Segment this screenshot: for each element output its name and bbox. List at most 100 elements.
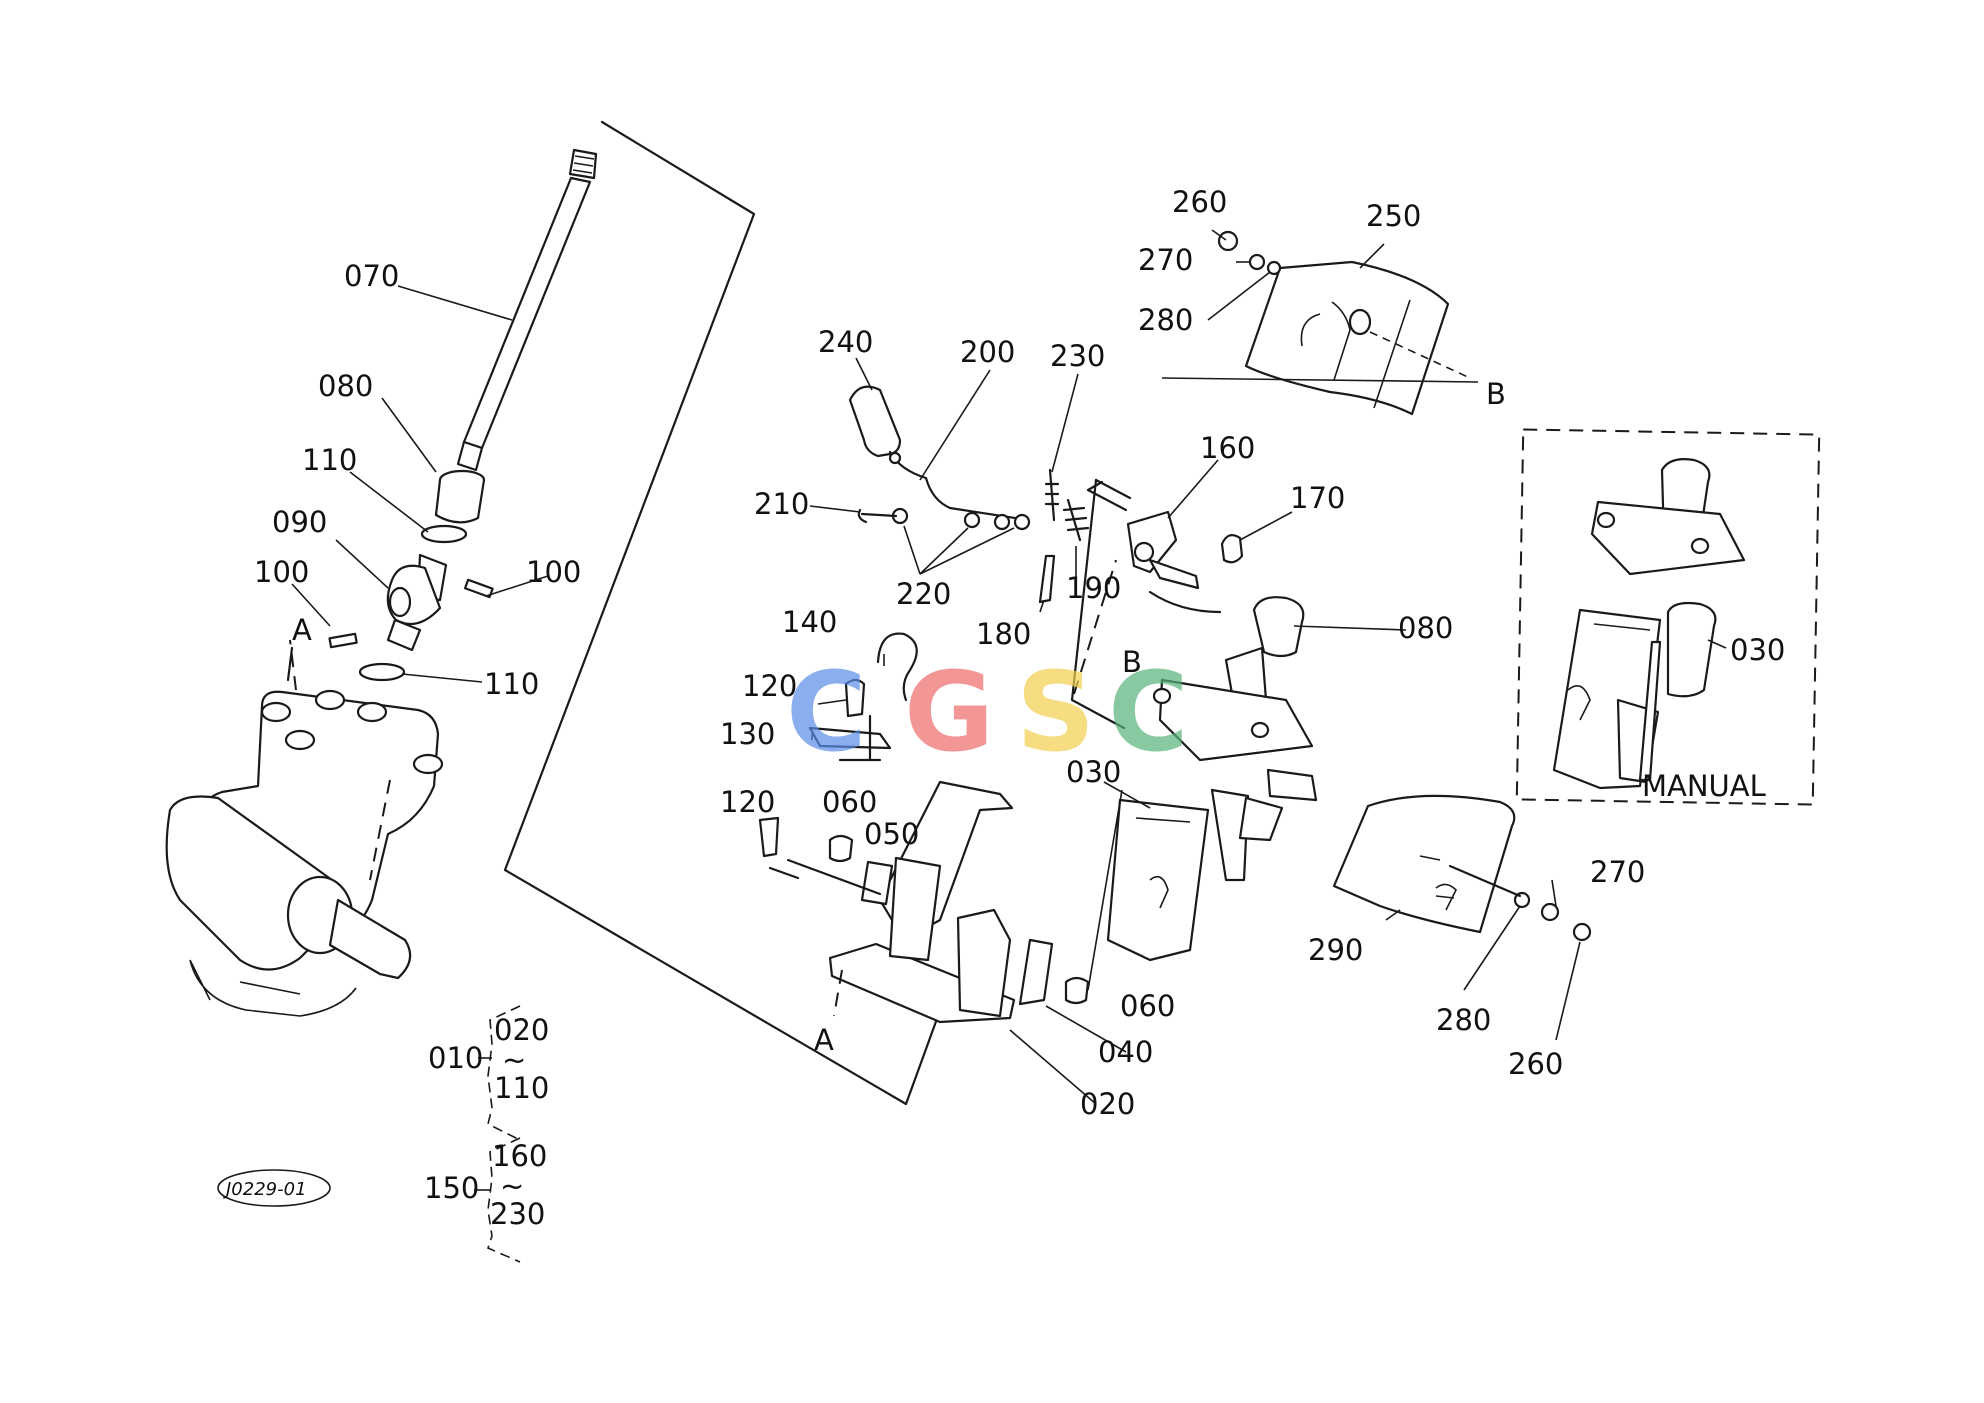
label-230: 230 bbox=[1050, 339, 1105, 373]
bolt-head-260-top bbox=[1217, 230, 1239, 252]
bolt-120-upper bbox=[844, 678, 866, 718]
label-100-right: 100 bbox=[526, 555, 581, 589]
washer-220-c bbox=[993, 513, 1011, 531]
manual-label: MANUAL bbox=[1642, 769, 1766, 803]
label-060-upper: 060 bbox=[822, 785, 877, 819]
legend-110: 110 bbox=[494, 1071, 549, 1105]
label-190: 190 bbox=[1066, 571, 1121, 605]
pin-130 bbox=[838, 714, 882, 762]
label-080-left: 080 bbox=[318, 369, 373, 403]
label-290: 290 bbox=[1308, 933, 1363, 967]
section-a-left-line bbox=[286, 646, 294, 682]
bolt-170 bbox=[1220, 534, 1244, 564]
steering-gearbox bbox=[165, 639, 444, 1017]
center-column bbox=[1106, 596, 1318, 962]
label-080-right: 080 bbox=[1398, 611, 1453, 645]
bolt-260-right bbox=[1572, 922, 1592, 942]
label-140: 140 bbox=[782, 605, 837, 639]
label-240: 240 bbox=[818, 325, 873, 359]
section-b-right: B bbox=[1486, 377, 1506, 411]
label-120-lower: 120 bbox=[720, 785, 775, 819]
rod-180 bbox=[1038, 554, 1056, 604]
legend-020: 020 bbox=[494, 1013, 549, 1047]
cover-250 bbox=[1244, 260, 1450, 416]
watermark-letter-4: C bbox=[1108, 648, 1189, 776]
section-a-bottom-line bbox=[833, 969, 843, 1017]
assembly-legend: 010 020 ~ 110 150 160 ~ 230 bbox=[424, 1005, 549, 1263]
bracket-160 bbox=[1126, 510, 1200, 590]
bolt-120-lower bbox=[758, 816, 780, 858]
label-210: 210 bbox=[754, 487, 809, 521]
legend-sep-1: ~ bbox=[502, 1043, 526, 1077]
lever-knob bbox=[848, 385, 902, 458]
washer-270-top bbox=[1248, 253, 1266, 271]
bushing-left bbox=[434, 469, 486, 524]
label-120-upper: 120 bbox=[742, 669, 797, 703]
legend-160: 160 bbox=[492, 1139, 547, 1173]
leader-lines bbox=[291, 229, 1727, 1105]
label-030-manual: 030 bbox=[1730, 633, 1785, 667]
washer-220-d bbox=[1013, 513, 1031, 531]
bolt-060-lower bbox=[1064, 976, 1090, 1005]
steering-shaft bbox=[456, 148, 598, 472]
watermark-letter-3: S bbox=[1016, 648, 1095, 776]
spring-190 bbox=[1062, 498, 1090, 542]
label-180: 180 bbox=[976, 617, 1031, 651]
legend-230: 230 bbox=[490, 1197, 545, 1231]
label-250: 250 bbox=[1366, 199, 1421, 233]
label-070: 070 bbox=[344, 259, 399, 293]
label-060-lower: 060 bbox=[1120, 989, 1175, 1023]
label-040: 040 bbox=[1098, 1035, 1153, 1069]
base-bracket bbox=[828, 780, 1054, 1024]
pin-210 bbox=[857, 508, 898, 524]
column-outline bbox=[503, 120, 940, 1106]
washer-upper bbox=[420, 524, 468, 544]
manual-column bbox=[1552, 458, 1746, 790]
cover-250-dash bbox=[1369, 331, 1471, 379]
bolt-060-upper bbox=[828, 834, 854, 863]
washer-270-right bbox=[1540, 902, 1560, 922]
section-a-left: A bbox=[292, 613, 312, 647]
washer-280-top bbox=[1266, 260, 1282, 276]
spring-230 bbox=[1044, 468, 1060, 522]
cover-290-link bbox=[1448, 864, 1522, 898]
watermark-letter-2: G bbox=[904, 648, 994, 776]
legend-150: 150 bbox=[424, 1171, 479, 1205]
label-110-lower: 110 bbox=[484, 667, 539, 701]
label-020: 020 bbox=[1080, 1087, 1135, 1121]
label-110-upper: 110 bbox=[302, 443, 357, 477]
label-220: 220 bbox=[896, 577, 951, 611]
label-280-top: 280 bbox=[1138, 303, 1193, 337]
lever-rod bbox=[888, 450, 1030, 522]
part-labels: 070 080 110 090 100 100 110 A 240 200 23… bbox=[254, 185, 1785, 1121]
manual-box bbox=[1515, 428, 1821, 806]
legend-sep-2: ~ bbox=[500, 1169, 524, 1203]
legend-010: 010 bbox=[428, 1041, 483, 1075]
section-a-bottom: A bbox=[814, 1023, 834, 1057]
lever-washer-a bbox=[888, 451, 902, 465]
watermark: C G S C bbox=[786, 648, 1189, 776]
center-outline bbox=[1070, 478, 1126, 730]
washer-220-b bbox=[963, 511, 981, 529]
pin-right bbox=[463, 578, 494, 599]
drawing-code: J0229-01 bbox=[223, 1179, 307, 1200]
hook-140 bbox=[876, 632, 918, 702]
label-050: 050 bbox=[864, 817, 919, 851]
label-200: 200 bbox=[960, 335, 1015, 369]
cover-290 bbox=[1332, 794, 1516, 934]
label-270-top: 270 bbox=[1138, 243, 1193, 277]
label-260-right: 260 bbox=[1508, 1047, 1563, 1081]
label-170: 170 bbox=[1290, 481, 1345, 515]
pin-left bbox=[328, 632, 358, 649]
drawing-code-badge: J0229-01 bbox=[217, 1169, 331, 1207]
universal-joint bbox=[386, 553, 448, 652]
label-090: 090 bbox=[272, 505, 327, 539]
label-280-right: 280 bbox=[1436, 1003, 1491, 1037]
center-link-lines bbox=[1094, 478, 1222, 614]
label-270-right: 270 bbox=[1590, 855, 1645, 889]
section-b-left: B bbox=[1122, 645, 1142, 679]
washer-lower bbox=[358, 662, 406, 682]
bracket-link-lines bbox=[768, 858, 882, 896]
center-dash-1 bbox=[1073, 559, 1117, 695]
label-260-top: 260 bbox=[1172, 185, 1227, 219]
